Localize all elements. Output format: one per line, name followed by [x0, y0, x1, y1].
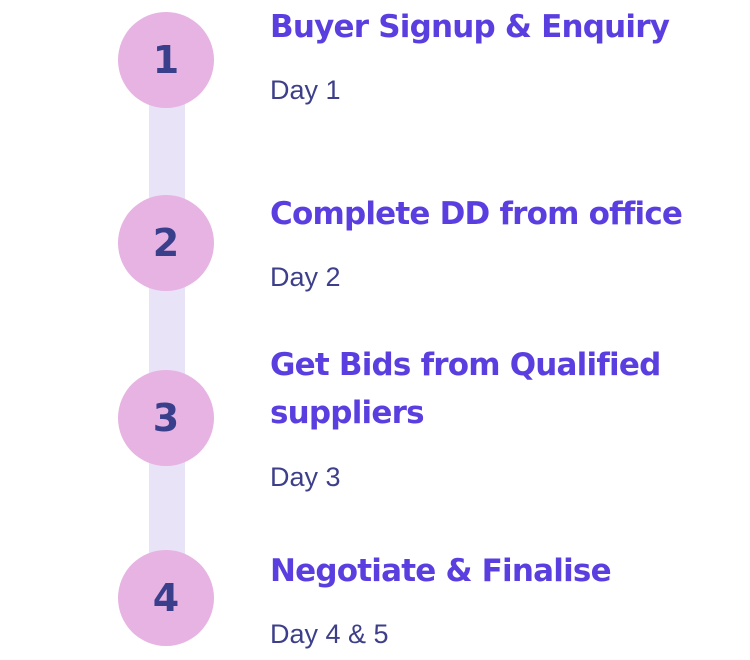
step-1-day: Day 1: [270, 75, 341, 105]
step-4-circle: 4: [118, 550, 214, 646]
step-4-number: 4: [152, 576, 180, 620]
step-1-title: Buyer Signup & Enquiry: [270, 9, 670, 45]
timeline-connector: [149, 60, 185, 600]
step-3-day: Day 3: [270, 462, 341, 492]
step-2-circle: 2: [118, 195, 214, 291]
step-3-title-line-2: suppliers: [270, 395, 425, 431]
step-2-title: Complete DD from office: [270, 196, 683, 232]
step-3-title-line-1: Get Bids from Qualified: [270, 347, 661, 383]
step-4-day: Day 4 & 5: [270, 619, 389, 649]
step-1-circle: 1: [118, 12, 214, 108]
step-2-number: 2: [152, 221, 180, 265]
step-1-number: 1: [152, 38, 180, 82]
step-3-circle: 3: [118, 370, 214, 466]
step-4-title: Negotiate & Finalise: [270, 553, 612, 589]
step-3-number: 3: [152, 396, 180, 440]
step-2-day: Day 2: [270, 262, 341, 292]
